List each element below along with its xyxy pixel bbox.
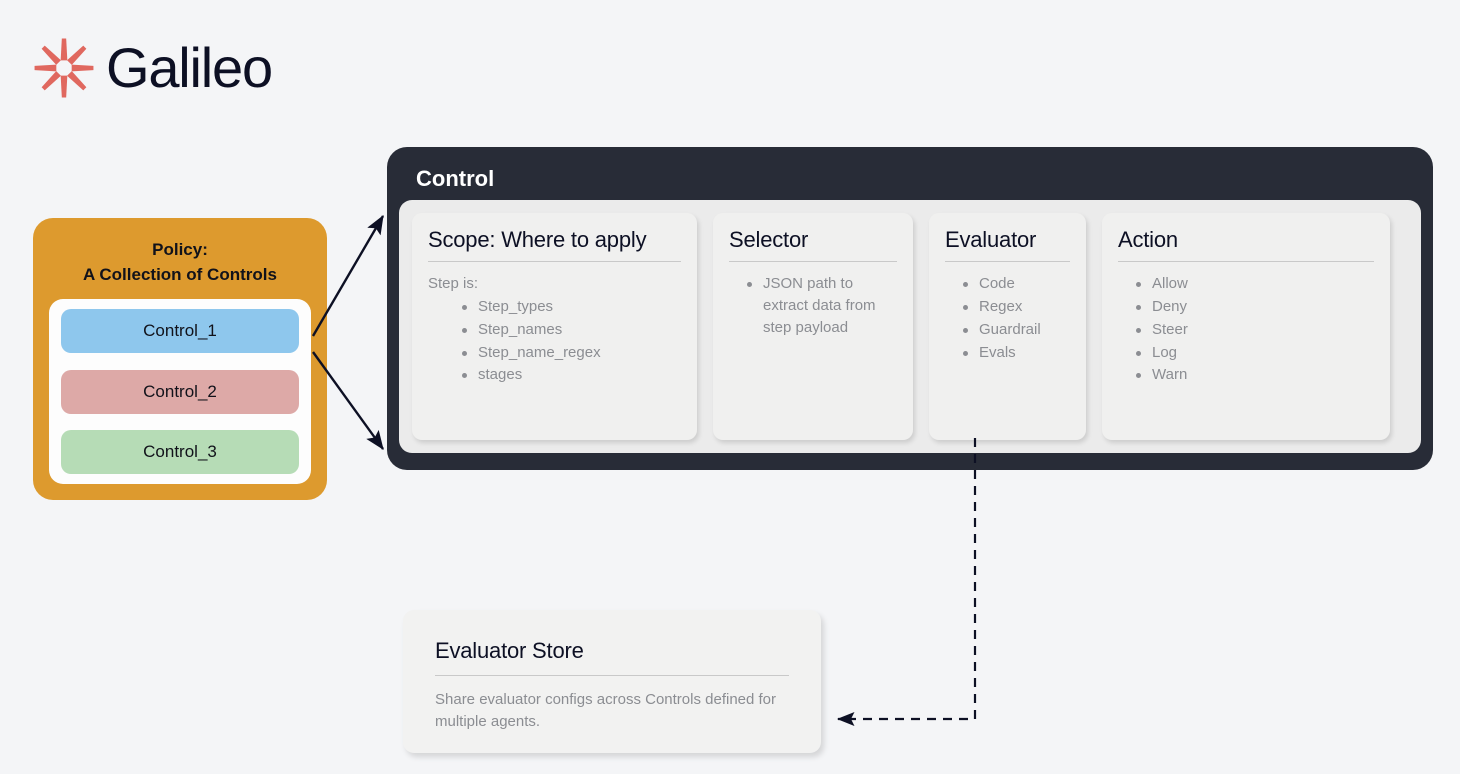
control-chip-label: Control_1 bbox=[143, 321, 217, 341]
evaluator-store-card: Evaluator Store Share evaluator configs … bbox=[403, 610, 821, 753]
evaluator-bullet-list: Code Regex Guardrail Evals bbox=[945, 273, 1070, 363]
control-chip-2[interactable]: Control_2 bbox=[61, 369, 299, 414]
list-item: Evals bbox=[963, 342, 1070, 364]
list-item: Allow bbox=[1136, 273, 1374, 295]
policy-title: Policy: A Collection of Controls bbox=[83, 240, 277, 284]
list-item: JSON path to extract data from step payl… bbox=[747, 273, 897, 338]
brand-wordmark: Galileo bbox=[106, 36, 273, 99]
control-chip-1[interactable]: Control_1 bbox=[61, 309, 299, 354]
list-item: Guardrail bbox=[963, 319, 1070, 341]
evaluator-store-title: Evaluator Store bbox=[435, 638, 584, 663]
galileo-starburst-icon bbox=[34, 38, 94, 98]
list-item: Step_names bbox=[462, 319, 681, 341]
policy-controls-container: Control_1 Control_2 Control_3 bbox=[49, 299, 311, 484]
list-item: stages bbox=[462, 364, 681, 386]
list-item: Code bbox=[963, 273, 1070, 295]
selector-card-body: JSON path to extract data from step payl… bbox=[729, 273, 897, 339]
control-panel: Control Scope: Where to apply Step is: S… bbox=[387, 147, 1433, 470]
control-cards-container: Scope: Where to apply Step is: Step_type… bbox=[399, 200, 1421, 453]
scope-lead-text: Step is: bbox=[428, 275, 479, 293]
action-card: Action Allow Deny Steer Log Warn bbox=[1102, 213, 1390, 440]
evaluator-card-divider bbox=[945, 261, 1070, 263]
selector-bullet-list: JSON path to extract data from step payl… bbox=[729, 273, 897, 338]
selector-card-divider bbox=[729, 261, 897, 263]
selector-card-title: Selector bbox=[729, 227, 809, 252]
selector-card: Selector JSON path to extract data from … bbox=[713, 213, 913, 440]
list-item: Steer bbox=[1136, 319, 1374, 341]
control-chip-3[interactable]: Control_3 bbox=[61, 430, 299, 474]
list-item: Log bbox=[1136, 342, 1374, 364]
control-chip-label: Control_2 bbox=[143, 381, 217, 401]
scope-card-body: Step is: Step_types Step_names Step_name… bbox=[428, 273, 681, 387]
evaluator-card-body: Code Regex Guardrail Evals bbox=[945, 273, 1070, 364]
list-item: Deny bbox=[1136, 296, 1374, 318]
scope-card: Scope: Where to apply Step is: Step_type… bbox=[412, 213, 697, 440]
action-card-divider bbox=[1118, 261, 1374, 263]
scope-card-divider bbox=[428, 261, 681, 263]
action-card-body: Allow Deny Steer Log Warn bbox=[1118, 273, 1374, 387]
list-item: Step_name_regex bbox=[462, 342, 681, 364]
scope-bullet-list: Step_types Step_names Step_name_regex st… bbox=[428, 296, 681, 386]
scope-card-title: Scope: Where to apply bbox=[428, 227, 647, 252]
arrow-evaluator-to-store bbox=[836, 438, 977, 727]
control-panel-title: Control bbox=[416, 166, 495, 191]
evaluator-card-title: Evaluator bbox=[945, 227, 1037, 252]
list-item: Step_types bbox=[462, 296, 681, 318]
list-item: Warn bbox=[1136, 364, 1374, 386]
list-item: Regex bbox=[963, 296, 1070, 318]
brand-logo: Galileo bbox=[32, 36, 273, 100]
evaluator-store-description: Share evaluator configs across Controls … bbox=[435, 691, 777, 730]
evaluator-card: Evaluator Code Regex Guardrail Evals bbox=[929, 213, 1086, 440]
action-card-title: Action bbox=[1118, 227, 1178, 252]
policy-box: Policy: A Collection of Controls Control… bbox=[33, 218, 327, 500]
evaluator-store-divider bbox=[435, 675, 789, 676]
control-chip-label: Control_3 bbox=[143, 442, 217, 461]
action-bullet-list: Allow Deny Steer Log Warn bbox=[1118, 273, 1374, 386]
